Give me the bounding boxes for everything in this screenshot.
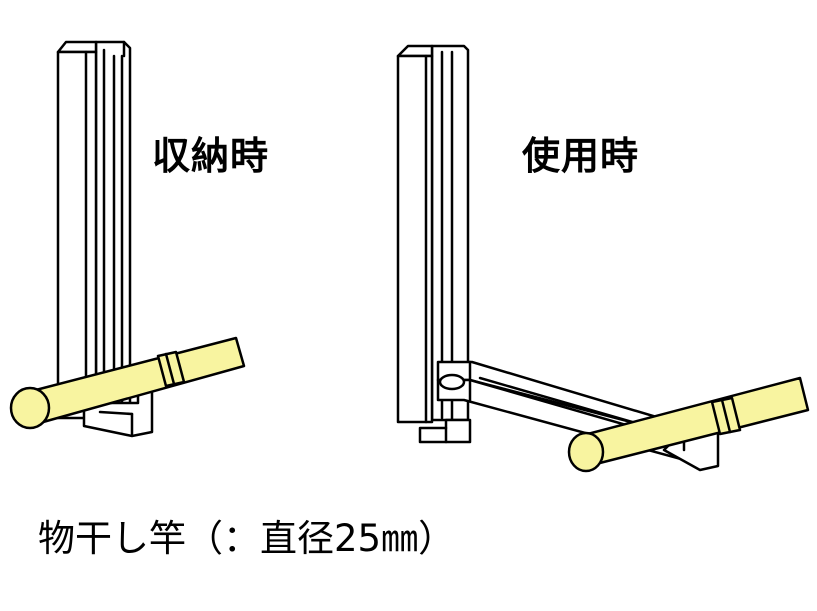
stored-bracket: [56, 40, 154, 438]
in-use-bracket: [396, 44, 720, 472]
in-use-pole: [567, 376, 810, 473]
stored-pole: [9, 336, 246, 430]
in-use-state-label: 使用時: [522, 134, 640, 178]
stored-state-label: 収納時: [152, 134, 270, 178]
pole-caption: 物干し竿（：直径25㎜）: [38, 517, 456, 560]
